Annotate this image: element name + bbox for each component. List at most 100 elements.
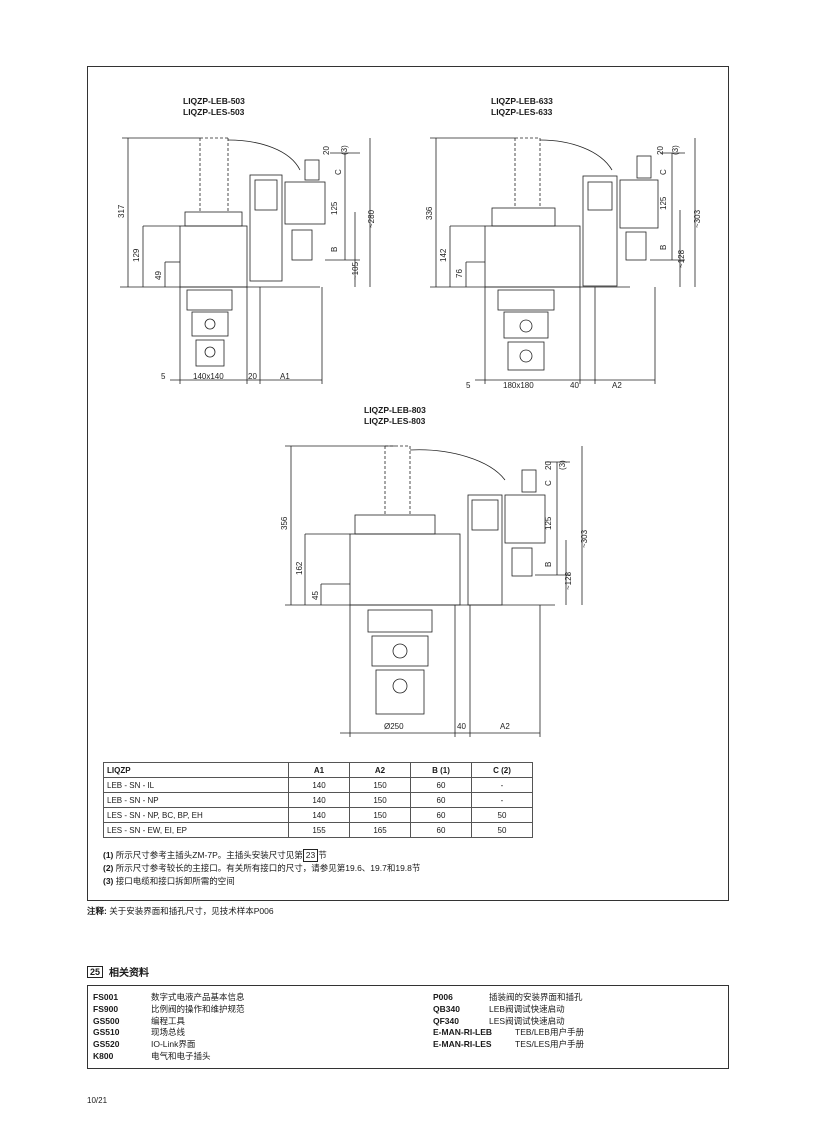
dim-b: B	[544, 562, 553, 567]
dim-total-height: 317	[117, 204, 126, 218]
dim-r128: ~128	[564, 571, 573, 590]
table-header: B (1)	[410, 762, 472, 778]
table-cell: LEB - SN - IL	[103, 777, 289, 793]
section-title: 相关资料	[109, 968, 150, 979]
table-cell: 60	[410, 807, 472, 823]
dim-gap: 40	[457, 722, 466, 731]
dim-b: B	[659, 245, 668, 250]
dim-c-20: 20	[656, 146, 665, 155]
table-cell: 155	[288, 822, 350, 838]
table-cell: 165	[349, 822, 411, 838]
dim-total-height: 356	[280, 516, 289, 530]
table-cell: 60	[410, 822, 472, 838]
table-cell: -	[471, 792, 533, 808]
dim-a: A2	[500, 722, 510, 731]
dim-c-note: (3)	[558, 460, 567, 470]
dim-size: 140x140	[193, 372, 224, 381]
dim-body-height: 129	[132, 248, 141, 262]
dim-125: 125	[330, 201, 339, 215]
dim-total-right: ~303	[693, 209, 702, 228]
valve-drawing-2: 336 142 76 C 20 (3) 125 B ~303 ~128 5 18…	[425, 137, 702, 390]
table-header: A2	[349, 762, 411, 778]
table-cell: 140	[288, 792, 350, 808]
note-2: (2) 所示尺寸参考较长的主接口。有关所有接口的尺寸，请参见第19.6、19.7…	[103, 863, 421, 873]
table-header: A1	[288, 762, 350, 778]
dim-r128: ~128	[677, 249, 686, 268]
dim-size: 180x180	[503, 381, 534, 390]
table-row: LEB - SN - NP 140 150 60 -	[103, 792, 533, 808]
dim-c: C	[334, 169, 343, 175]
table-header-row: LIQZP A1 A2 B (1) C (2)	[103, 762, 533, 778]
dim-gap: 40	[570, 381, 579, 390]
dim-b: B	[330, 247, 339, 252]
dim-total-height: 336	[425, 206, 434, 220]
table-cell: 150	[349, 777, 411, 793]
dim-c: C	[659, 169, 668, 175]
dim-c-note: (3)	[340, 145, 349, 155]
dim-c-note: (3)	[671, 145, 680, 155]
dim-c-20: 20	[322, 146, 331, 155]
valve-drawing-3: 356 162 45 C 20 (3) 125 B ~303 ~128 Ø250…	[280, 445, 589, 737]
table-cell: 60	[410, 777, 472, 793]
dim-total-right: ~303	[580, 529, 589, 548]
dim-r105: ~105	[351, 261, 360, 280]
table-cell: 50	[471, 807, 533, 823]
note-3: (3) 接口电缆和接口拆卸所需的空间	[103, 876, 235, 886]
dim-body-height: 162	[295, 561, 304, 575]
table-header: C (2)	[471, 762, 533, 778]
table-cell: LES - SN - NP, BC, BP, EH	[103, 807, 289, 823]
table-row: LES - SN - NP, BC, BP, EH 140 150 60 50	[103, 807, 533, 823]
table-cell: -	[471, 777, 533, 793]
dim-size: Ø250	[384, 722, 404, 731]
table-cell: 60	[410, 792, 472, 808]
table-cell: LEB - SN - NP	[103, 792, 289, 808]
dim-left: 5	[161, 372, 166, 381]
dim-c-20: 20	[544, 461, 553, 470]
dim-125: 125	[544, 516, 553, 530]
drawing-frame	[87, 66, 729, 901]
table-cell: 140	[288, 807, 350, 823]
section-ref-link[interactable]: 23	[302, 849, 319, 862]
table-row: LES - SN - EW, EI, EP 155 165 60 50	[103, 822, 533, 838]
dim-port-height: 76	[455, 269, 464, 278]
table-cell: LES - SN - EW, EI, EP	[103, 822, 289, 838]
footnote: 注释: 关于安装界面和插孔尺寸，见技术样本P006	[87, 906, 274, 916]
table-cell: 140	[288, 777, 350, 793]
dim-left: 5	[466, 381, 471, 390]
table-header: LIQZP	[103, 762, 289, 778]
table-cell: 150	[349, 807, 411, 823]
dim-port-height: 49	[154, 271, 163, 280]
dimension-table: LIQZP A1 A2 B (1) C (2) LEB - SN - IL 14…	[103, 762, 533, 838]
dim-a: A1	[280, 372, 290, 381]
section-heading: 25 相关资料	[87, 964, 149, 979]
table-cell: 150	[349, 792, 411, 808]
dim-port-height: 45	[311, 591, 320, 600]
dim-125: 125	[659, 196, 668, 210]
page-number: 10/21	[87, 1096, 108, 1105]
dim-total-right: ~280	[367, 209, 376, 228]
dim-body-height: 142	[439, 248, 448, 262]
valve-drawing-1: 317 129 49 C 20 (3) 125 B ~280 ~105 5 14…	[117, 137, 376, 384]
dim-a: A2	[612, 381, 622, 390]
table-cell: 50	[471, 822, 533, 838]
section-number: 25	[87, 965, 104, 978]
